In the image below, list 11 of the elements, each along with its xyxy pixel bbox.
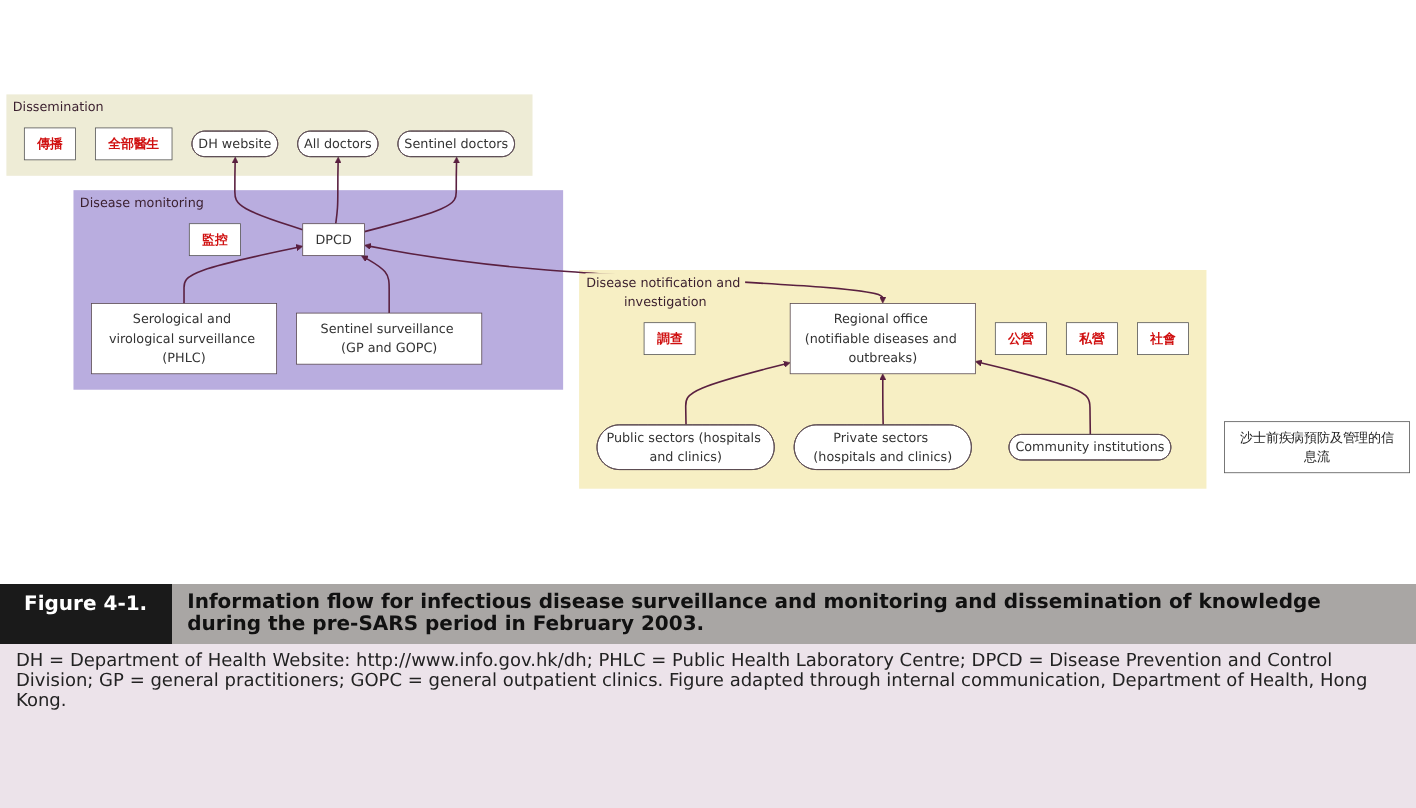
arrow [183, 244, 304, 305]
arrow [363, 157, 460, 233]
arrow [879, 373, 887, 427]
arrow [231, 157, 304, 231]
arrow [361, 255, 390, 315]
arrow [684, 361, 791, 427]
footnote: DH = Department of Health Website: http://www.info.gov.hk/dh; PHLC = Public Health Laboratory Centre; DPCD = Disease Prevention and Control Division; GP = general practitioners; GOPC = general outpatient clinics. Figure adapted through internal communication, Department of Health, Hong Kong. [0, 644, 1416, 808]
arrow [334, 157, 342, 225]
figure-caption: Information flow for infectious disease surveillance and monitoring and dissemination of knowledge during the pre-SARS period in February 2003. [185, 590, 1323, 640]
figure-number: Figure 4-1. [0, 584, 172, 644]
arrow [975, 360, 1092, 437]
